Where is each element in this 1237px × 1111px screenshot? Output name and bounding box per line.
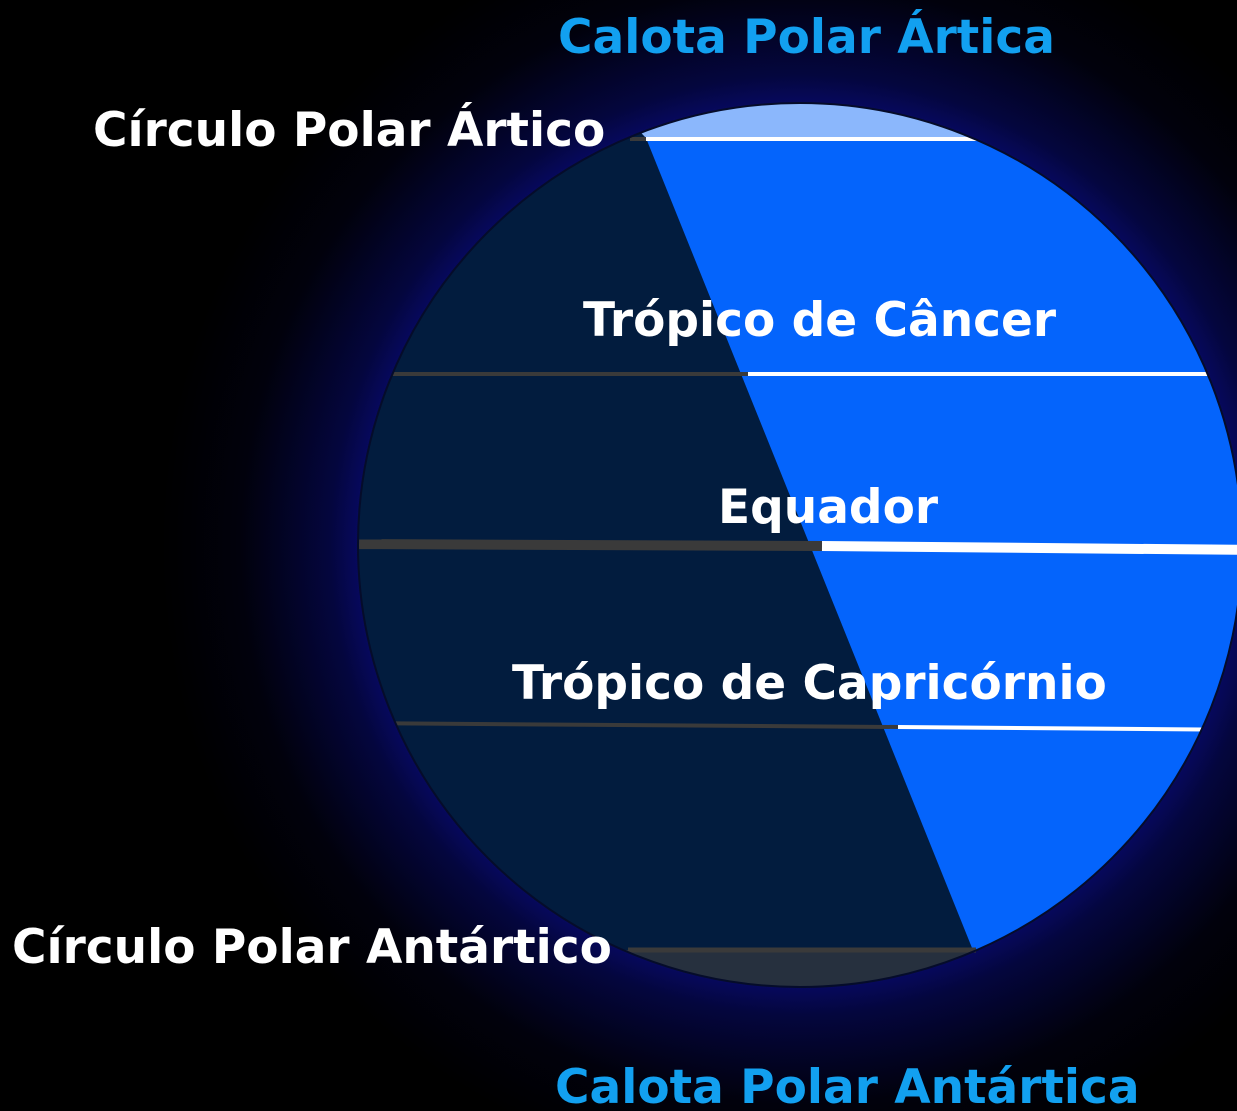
antarctic-cap-label: Calota Polar Antártica (555, 1060, 1140, 1111)
tropic-capricorn-line-night (358, 721, 899, 729)
arctic-circle-label: Círculo Polar Ártico (93, 103, 606, 158)
tropic-cancer-label: Trópico de Câncer (583, 293, 1057, 348)
globe (358, 103, 1237, 987)
arctic-cap-region (600, 103, 1237, 138)
equator-line-day (821, 541, 1237, 555)
arctic-cap-label: Calota Polar Ártica (558, 10, 1055, 65)
equator-line-night (358, 539, 823, 551)
antarctic-circle-label: Círculo Polar Antártico (12, 920, 612, 975)
globe-outline (357, 102, 1237, 988)
equator-label: Equador (718, 480, 939, 535)
tropic-capricorn-label: Trópico de Capricórnio (512, 656, 1107, 711)
tropic-capricorn-line-day (897, 725, 1237, 732)
